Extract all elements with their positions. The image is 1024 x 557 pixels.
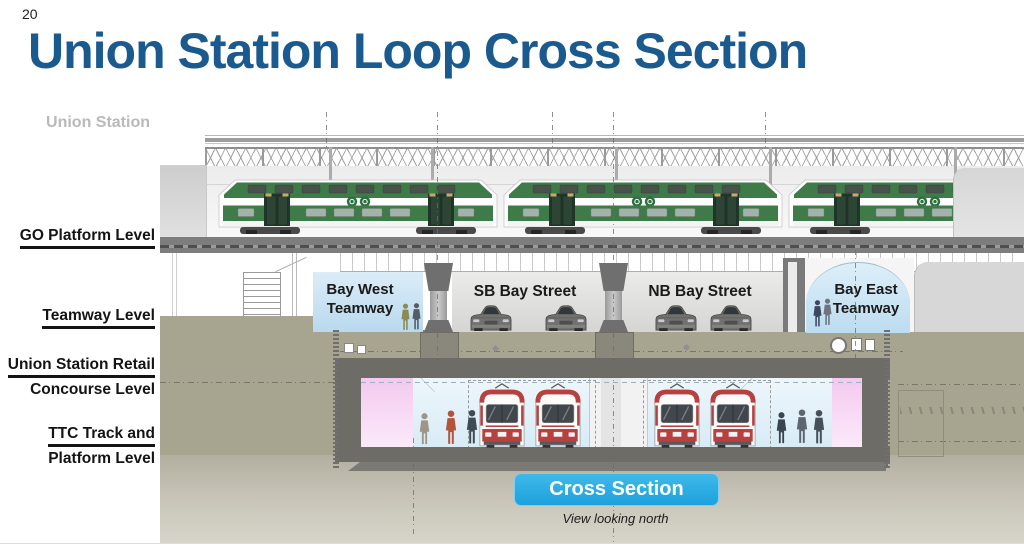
east-block — [914, 262, 1024, 332]
utility-box — [357, 345, 366, 354]
bay-west-pedestrians — [401, 303, 421, 330]
slide-number: 20 — [22, 6, 38, 22]
utility-box — [851, 338, 862, 351]
ttc-streetcars — [460, 382, 760, 452]
wall-line — [176, 253, 177, 316]
utility-pipe — [830, 337, 847, 354]
excavation-line-right — [884, 330, 890, 470]
gridline — [326, 112, 327, 148]
retail-concourse-level-label: Union Station Retail Concourse Level — [7, 356, 155, 398]
tunnel-center-duct — [601, 378, 621, 448]
go-platform-level-label: GO Platform Level — [0, 224, 155, 249]
bay-east-pedestrians — [813, 298, 832, 327]
stairs — [243, 272, 281, 318]
tunnel-datum-line — [361, 382, 862, 383]
go-train — [218, 179, 1024, 235]
view-note: View looking north — [562, 511, 669, 526]
tunnel-base-ledge — [348, 462, 886, 471]
east-pier-slot — [788, 262, 797, 332]
utility-box — [344, 343, 354, 353]
level-line-right-lower — [898, 441, 1024, 442]
ttc-level-label: TTC Track and Platform Level — [48, 425, 155, 467]
street-cars — [470, 305, 752, 331]
caisson-outline — [898, 390, 944, 457]
shed-roof-band — [205, 135, 1024, 145]
pier-flare — [414, 362, 463, 378]
column-base — [424, 320, 453, 332]
ttc-pedestrians-right — [776, 409, 825, 444]
bay-east-label: Bay East Teamway — [832, 281, 900, 317]
gridline — [765, 112, 766, 148]
slab-joint-dashes — [160, 245, 1024, 248]
column-shaft — [430, 291, 447, 320]
excavation-line-left — [333, 330, 339, 470]
gridline — [552, 112, 553, 148]
nb-bay-street-label: NB Bay Street — [648, 283, 752, 300]
ground-left — [160, 316, 340, 455]
shaft-line — [292, 253, 293, 316]
platform-wall-pink-left — [361, 378, 413, 448]
tunnel-left-wall — [335, 358, 361, 458]
soil-hatch-right — [900, 407, 1024, 414]
platform-wall-pink-right — [832, 378, 862, 448]
gridline — [413, 438, 414, 536]
column-capital — [424, 263, 453, 291]
east-wall-cover — [953, 168, 1024, 245]
pier-cap — [420, 332, 459, 362]
gridline — [855, 250, 856, 362]
wall-line — [172, 253, 173, 316]
bay-west-label: Bay West Teamway — [326, 281, 394, 317]
bay-east-teamway — [806, 262, 910, 333]
ttc-pedestrians-left — [419, 409, 478, 445]
shaft-line — [296, 253, 297, 316]
gridline — [437, 112, 438, 378]
tunnel-floor — [335, 447, 890, 462]
ceiling-slant — [413, 378, 443, 392]
union-station-label: Union Station — [46, 114, 150, 131]
level-line-right-upper — [898, 384, 1024, 385]
slide-footer-space — [0, 543, 1024, 557]
sb-bay-street-label: SB Bay Street — [473, 283, 577, 300]
ground-right — [886, 322, 1024, 455]
ceiling-slant — [730, 378, 760, 392]
level-line-left — [160, 382, 338, 383]
cross-section-badge: Cross Section — [514, 473, 719, 506]
gridline — [613, 112, 614, 542]
west-wall — [160, 165, 207, 245]
utility-box — [865, 339, 875, 351]
slide-title: Union Station Loop Cross Section — [28, 23, 808, 79]
teamway-level-label: Teamway Level — [0, 304, 155, 329]
